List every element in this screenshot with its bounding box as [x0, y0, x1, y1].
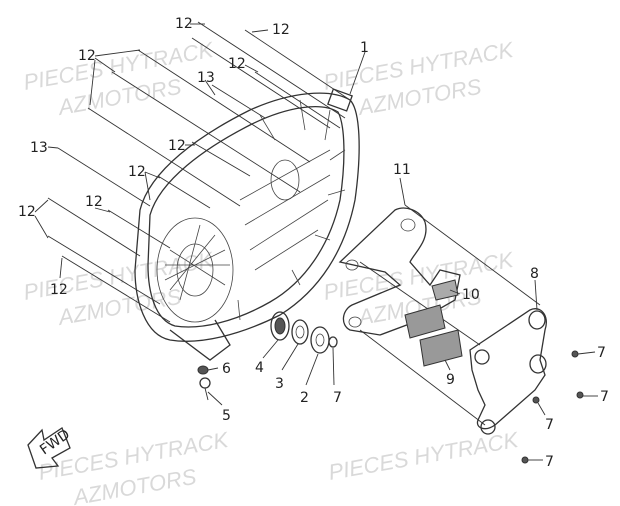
crankcase-cover [134, 88, 360, 361]
callout-8: 8 [530, 266, 539, 282]
callout-12-mid: 12 [168, 138, 186, 154]
callout-12-top-left: 12 [175, 16, 193, 32]
plates [404, 279, 463, 367]
callout-9: 9 [446, 372, 455, 388]
callout-12-top-right: 12 [272, 22, 290, 38]
callout-7-bottom: 7 [545, 454, 554, 470]
watermark-bottom-right-1: PIECES HYTRACK [327, 427, 522, 485]
callout-13-left: 13 [30, 140, 48, 156]
callout-5: 5 [222, 408, 231, 424]
callout-12-left-group: 12 [78, 48, 96, 64]
callout-4: 4 [255, 360, 264, 376]
cover-plate [469, 308, 584, 464]
callout-7-bottom-mid: 7 [545, 417, 554, 433]
small-parts [197, 311, 338, 401]
callout-13-upper: 13 [197, 70, 215, 86]
callout-12-lower-left: 12 [18, 204, 36, 220]
callout-11: 11 [393, 162, 411, 178]
callout-7-right-upper: 7 [597, 345, 606, 361]
callout-6: 6 [222, 361, 231, 377]
leader-lines [34, 23, 598, 461]
callout-10: 10 [462, 287, 480, 303]
callout-7-right-lower: 7 [600, 389, 609, 405]
callout-2: 2 [300, 390, 309, 406]
callout-12-upper-mid: 12 [228, 56, 246, 72]
bracket [338, 204, 541, 426]
callout-3: 3 [275, 376, 284, 392]
callout-1: 1 [360, 40, 369, 56]
callout-12-lower-mid: 12 [85, 194, 103, 210]
callout-12-bottom-left: 12 [50, 282, 68, 298]
callout-7-lower: 7 [333, 390, 342, 406]
bolts [47, 21, 351, 323]
callout-labels: 12 12 1 12 12 13 12 13 12 12 12 12 4 3 2… [18, 16, 609, 470]
callout-12-center: 12 [128, 164, 146, 180]
